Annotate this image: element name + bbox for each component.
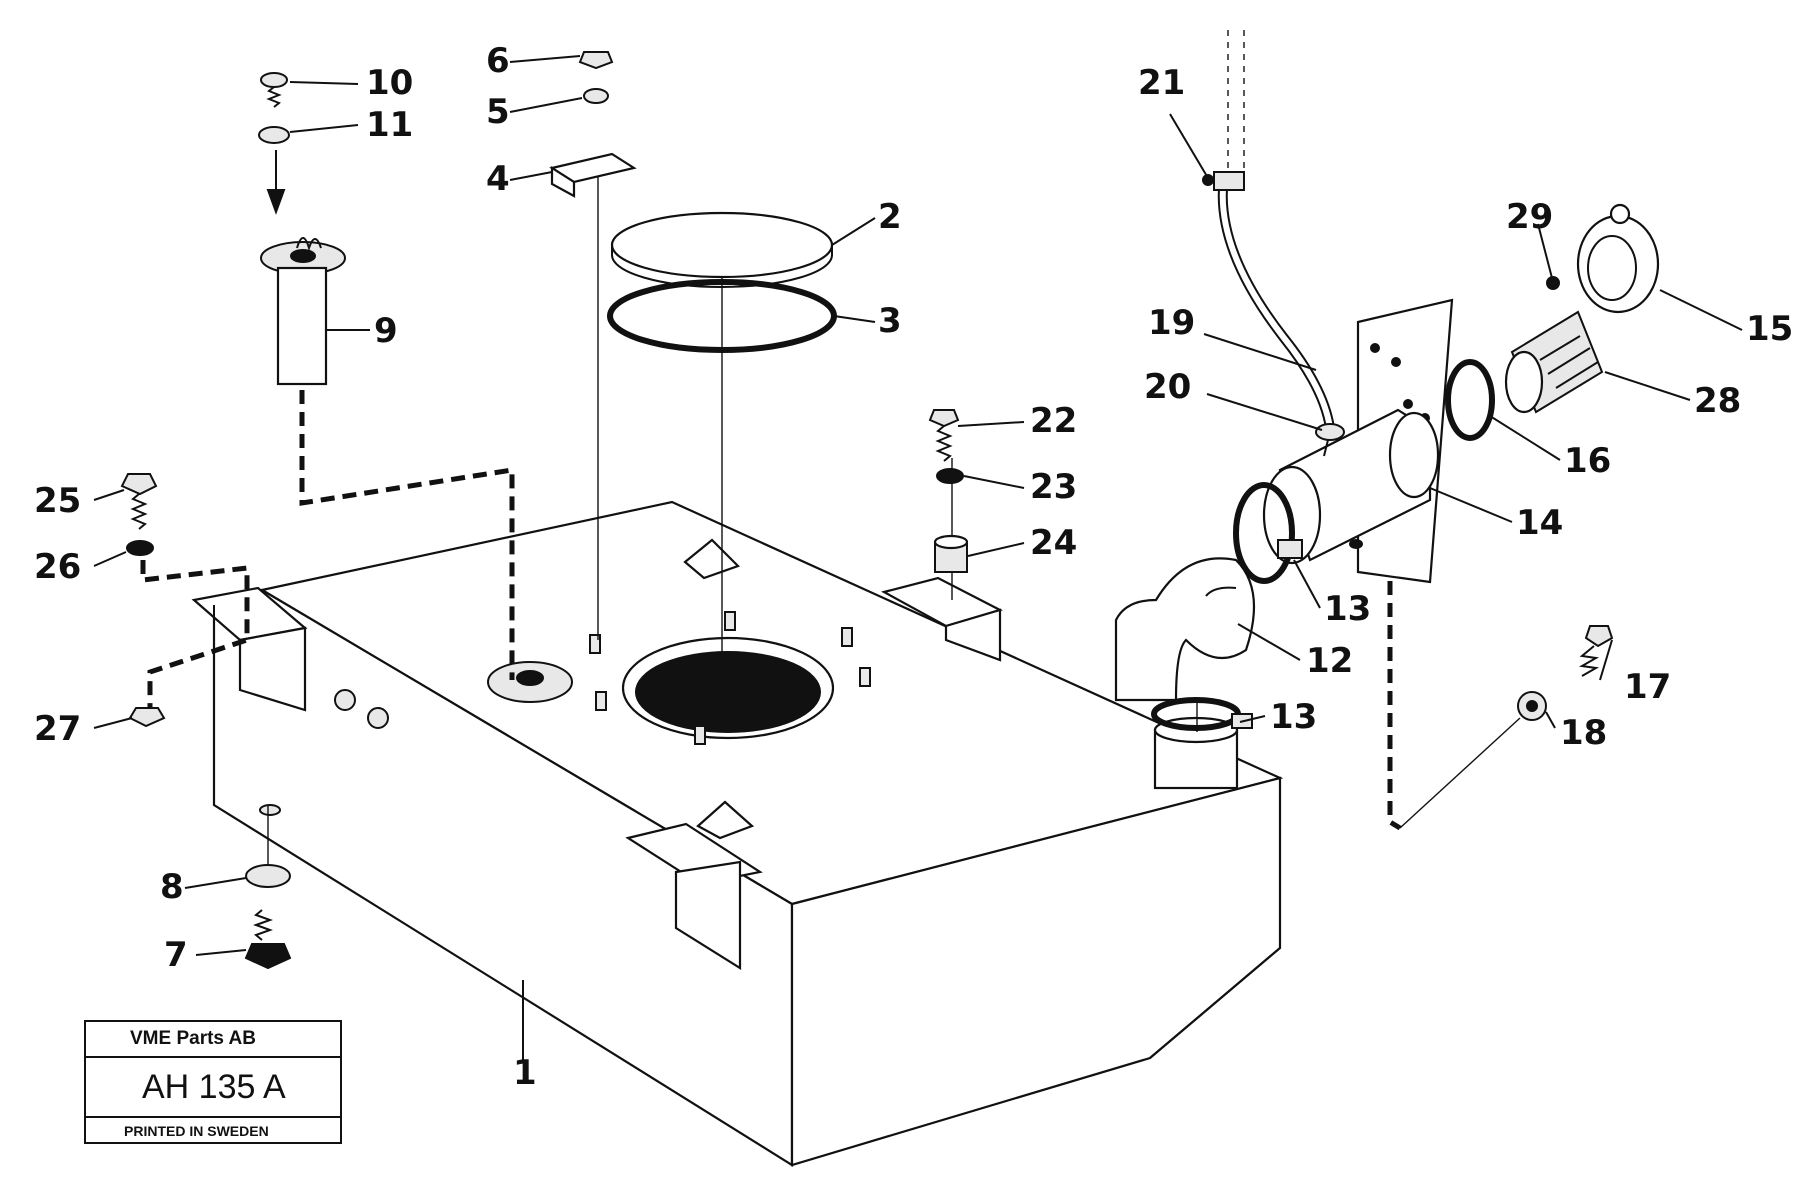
seal-ring-16 xyxy=(1445,359,1495,441)
washer-26 xyxy=(126,540,154,556)
filler-assembly xyxy=(1114,298,1454,731)
label-13-lower: 13 xyxy=(1270,697,1317,737)
label-12: 12 xyxy=(1306,641,1353,681)
label-2: 2 xyxy=(878,197,902,237)
label-18: 18 xyxy=(1560,713,1607,753)
drain-plug-7 xyxy=(244,909,292,970)
label-21: 21 xyxy=(1138,63,1185,103)
bracket-route xyxy=(140,560,250,708)
stamp-code: AH 135 A xyxy=(86,1058,340,1118)
vent-route xyxy=(1387,515,1402,831)
washer-23 xyxy=(936,468,964,484)
vent-hose-19 xyxy=(1217,177,1335,429)
label-23: 23 xyxy=(1030,467,1077,507)
label-3: 3 xyxy=(878,301,902,341)
label-20: 20 xyxy=(1144,367,1191,407)
cover-2 xyxy=(610,211,834,279)
strainer-28 xyxy=(1504,310,1604,414)
label-5: 5 xyxy=(486,92,510,132)
leader-lines xyxy=(93,55,1743,1062)
bolt-22 xyxy=(928,409,960,462)
washer-5 xyxy=(583,88,609,104)
washer-11 xyxy=(258,126,290,144)
nut-6 xyxy=(578,51,614,70)
label-8: 8 xyxy=(160,867,184,907)
clamp-20 xyxy=(1315,423,1345,457)
nut-27 xyxy=(128,707,166,728)
label-1: 1 xyxy=(513,1053,537,1093)
label-29: 29 xyxy=(1506,197,1553,237)
label-13-upper: 13 xyxy=(1324,589,1371,629)
label-9: 9 xyxy=(374,311,398,351)
label-22: 22 xyxy=(1030,401,1077,441)
sender-wire-route xyxy=(299,390,515,680)
stamp-company: VME Parts AB xyxy=(86,1022,340,1058)
label-11: 11 xyxy=(366,105,413,145)
label-15: 15 xyxy=(1746,309,1793,349)
screw-29 xyxy=(1546,276,1560,290)
arrow-icon xyxy=(266,189,286,215)
filler-cap-15 xyxy=(1576,203,1660,314)
screw-10 xyxy=(260,72,288,108)
tank-studs xyxy=(589,611,871,745)
title-stamp: VME Parts AB AH 135 A PRINTED IN SWEDEN xyxy=(84,1020,342,1144)
label-6: 6 xyxy=(486,41,510,81)
label-4: 4 xyxy=(486,159,510,199)
label-26: 26 xyxy=(34,547,81,587)
bolt-25 xyxy=(120,473,158,530)
label-25: 25 xyxy=(34,481,81,521)
label-27: 27 xyxy=(34,709,81,749)
label-10: 10 xyxy=(366,63,413,103)
fuel-level-sender xyxy=(260,237,346,386)
label-19: 19 xyxy=(1148,303,1195,343)
clip-21 xyxy=(1202,171,1245,191)
label-16: 16 xyxy=(1564,441,1611,481)
label-7: 7 xyxy=(164,935,188,975)
label-14: 14 xyxy=(1516,503,1563,543)
label-24: 24 xyxy=(1030,523,1077,563)
washer-8 xyxy=(245,864,291,888)
label-17: 17 xyxy=(1624,667,1671,707)
part-number-labels: 1 2 3 4 5 6 7 8 9 10 11 12 13 13 14 15 1… xyxy=(34,41,1793,1093)
stamp-printed: PRINTED IN SWEDEN xyxy=(124,1123,269,1139)
tank xyxy=(191,500,1284,1167)
guide-lines xyxy=(267,170,1521,880)
screw-17 xyxy=(1578,625,1614,677)
label-28: 28 xyxy=(1694,381,1741,421)
